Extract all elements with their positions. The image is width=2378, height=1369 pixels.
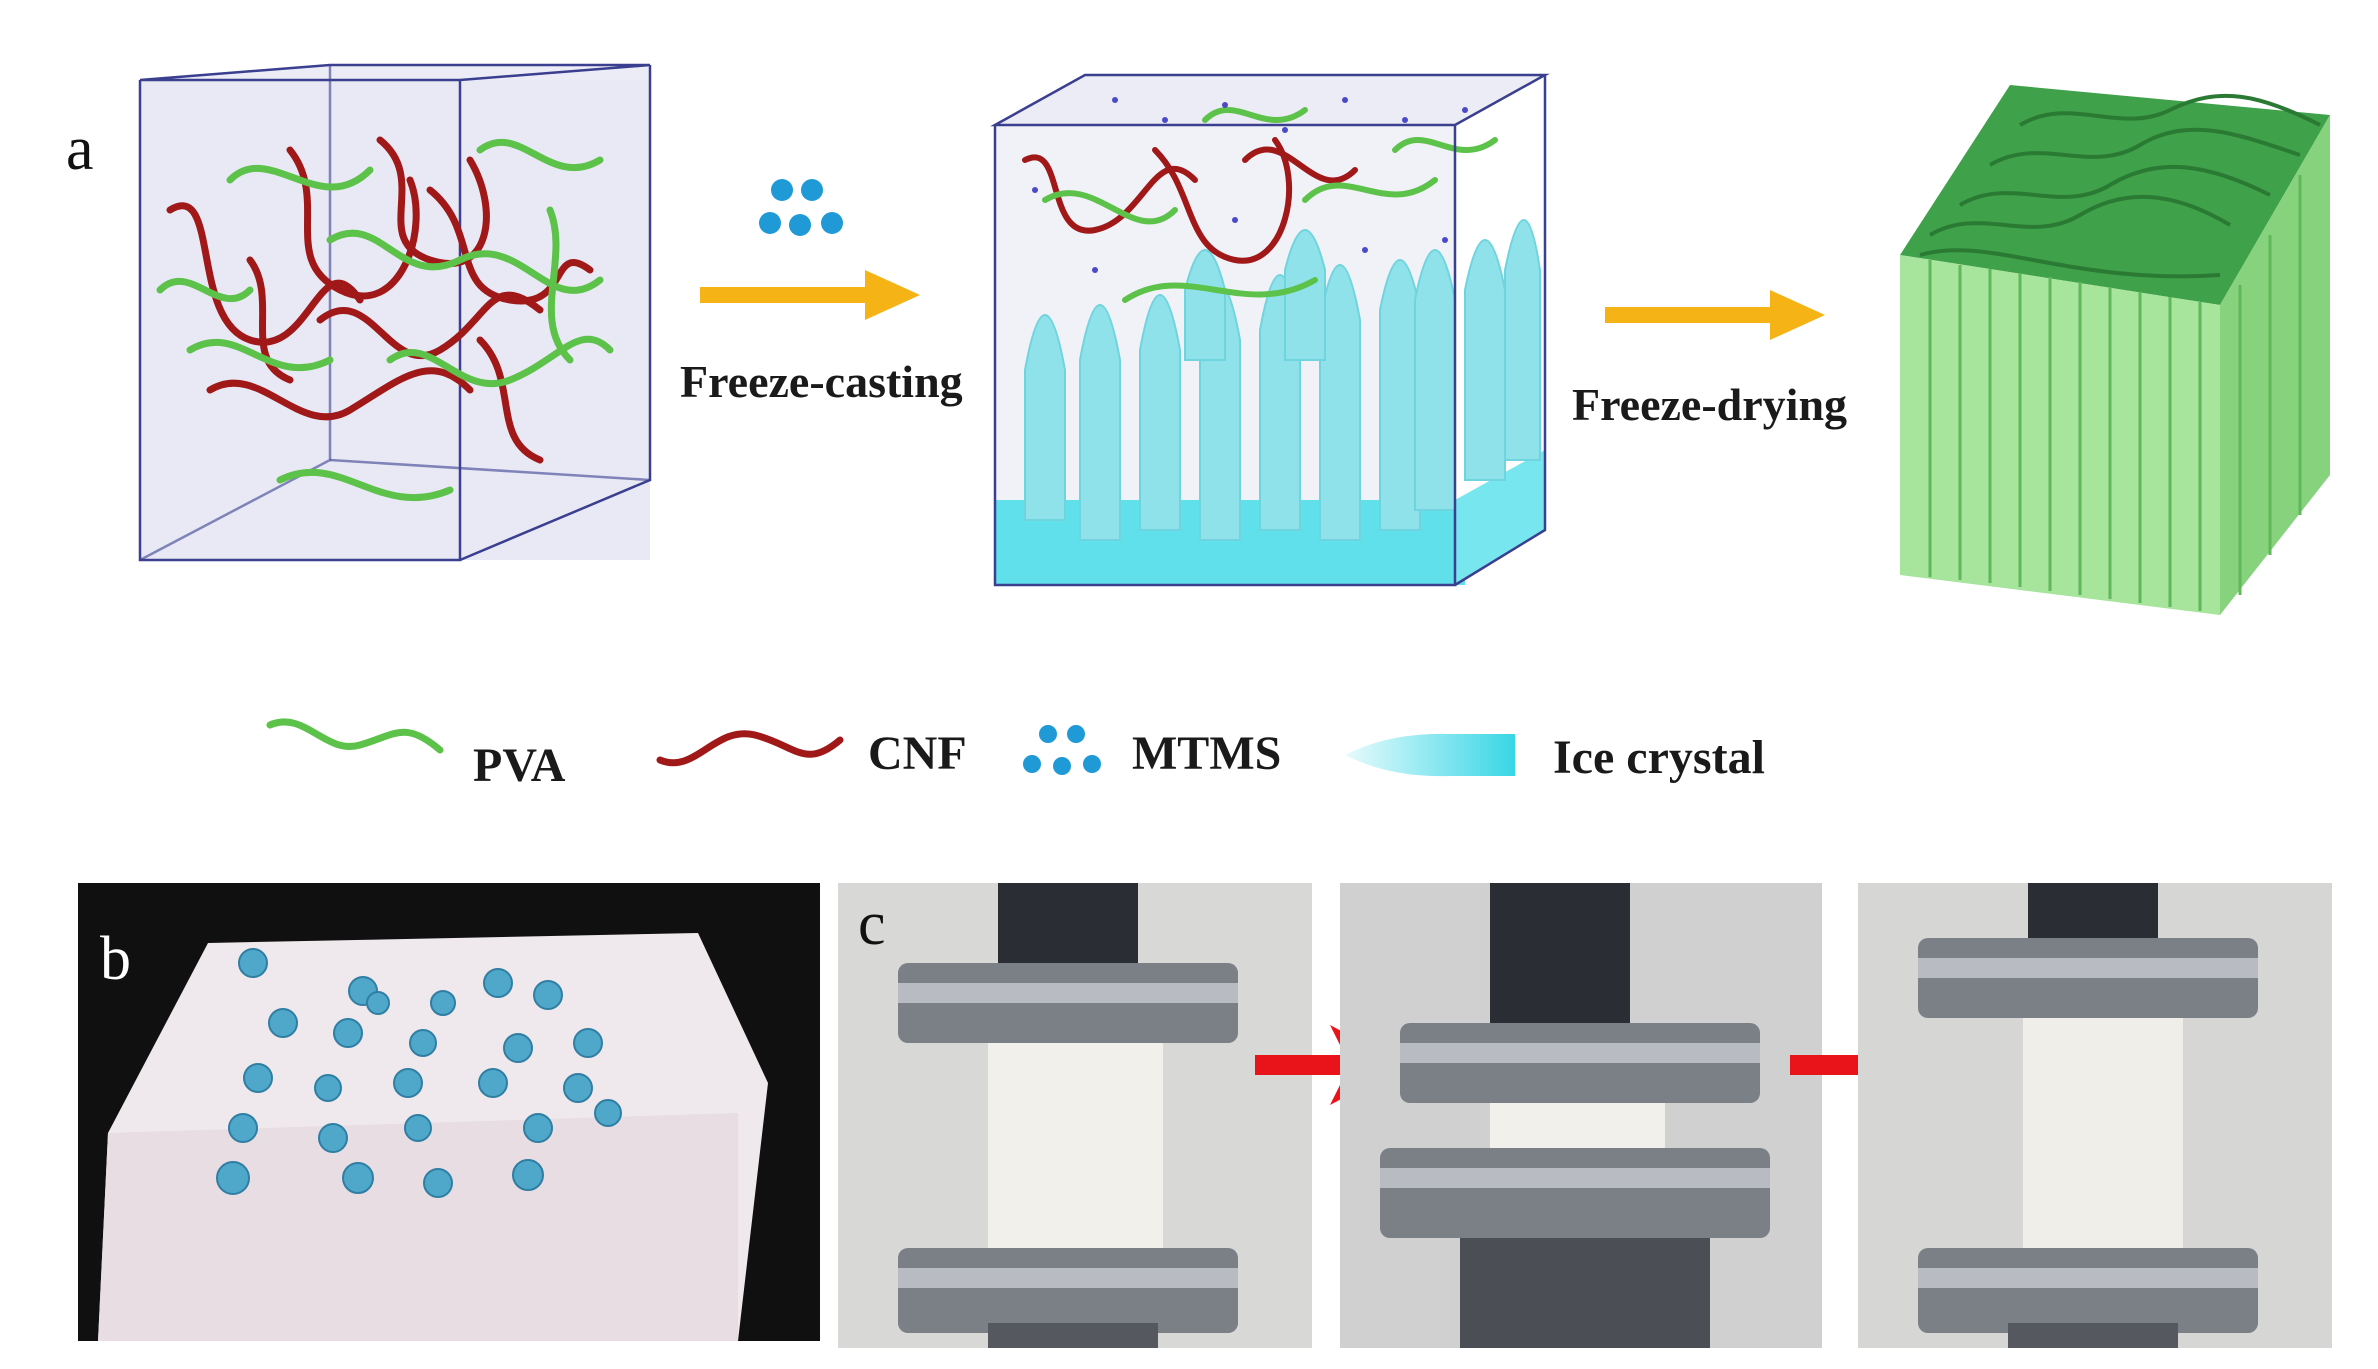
compression-photo-compressed xyxy=(1340,883,1822,1348)
freeze-casting-label: Freeze-casting xyxy=(680,356,963,407)
cnf-legend-icon xyxy=(656,730,844,767)
freeze-drying-label: Freeze-drying xyxy=(1572,379,1848,430)
mtms-legend-icon xyxy=(1023,725,1101,775)
freeze-drying-arrow xyxy=(1605,290,1825,340)
ice-crystal-legend-icon xyxy=(1345,733,1515,777)
aerogel-block xyxy=(1900,85,2330,615)
legend-label-pva: PVA xyxy=(473,739,566,792)
mtms-dots-icon xyxy=(759,179,843,236)
panel-a-letter: a xyxy=(66,115,94,183)
legend-label-cnf: CNF xyxy=(868,727,967,780)
hydrophobic-aerogel-photo: b xyxy=(78,883,820,1341)
panel-c-letter: c xyxy=(858,890,886,958)
freeze-casting-box xyxy=(990,73,1550,587)
pva-legend-icon xyxy=(266,718,444,754)
legend-label-ice-crystal: Ice crystal xyxy=(1553,731,1765,784)
legend-label-mtms: MTMS xyxy=(1132,727,1282,780)
polymer-solution-box xyxy=(138,63,652,562)
compression-photo-recovered xyxy=(1858,883,2332,1348)
freeze-casting-arrow xyxy=(700,270,920,320)
panel-b-letter: b xyxy=(100,925,131,993)
compression-photo-initial: c xyxy=(838,883,1312,1348)
